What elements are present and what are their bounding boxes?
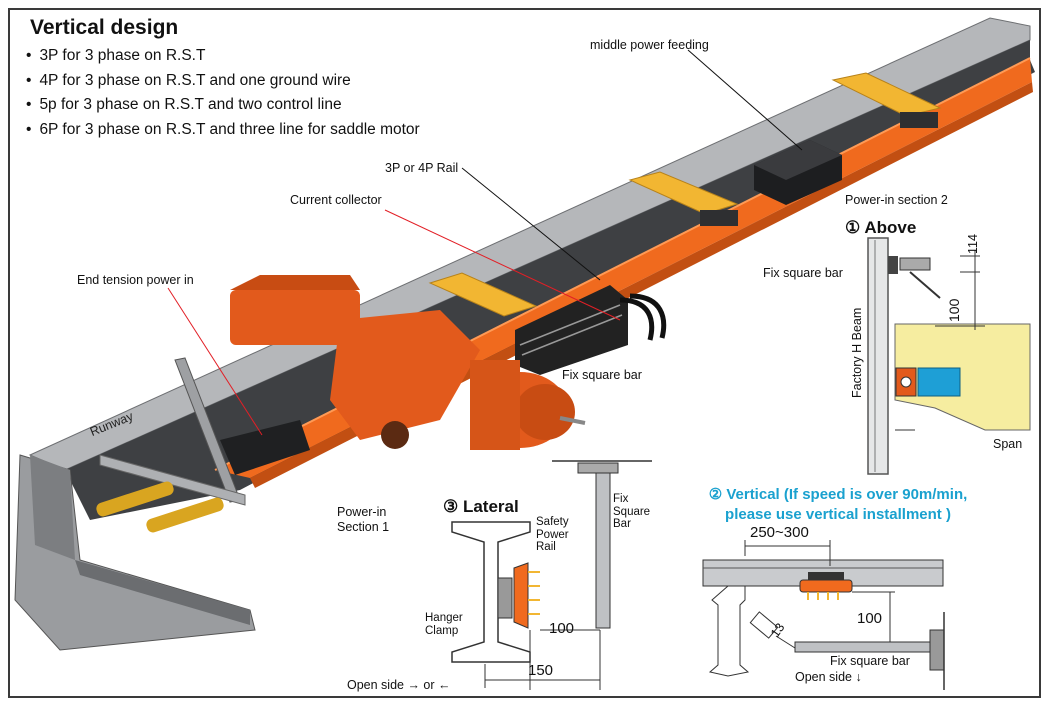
dim-above-114: 114 — [966, 234, 980, 254]
current-collector — [515, 285, 667, 375]
end-tension-unit — [96, 357, 310, 533]
label-hanger-clamp: Hanger Clamp — [425, 612, 463, 637]
text-power: Power — [536, 528, 569, 541]
crane-end-carriage — [230, 275, 586, 450]
dim-lateral-100: 100 — [549, 620, 575, 637]
figure-frame — [8, 8, 1041, 698]
above-detail — [867, 237, 1031, 475]
dim-lateral-150: 150 — [528, 662, 554, 679]
hanger-brackets — [428, 72, 942, 317]
text-clamp: Clamp — [425, 624, 459, 637]
bullet-item: 4P for 3 phase on R.S.T and one ground w… — [26, 69, 420, 94]
bullet-item: 3P for 3 phase on R.S.T — [26, 44, 420, 69]
label-vertical-open-side: Open side ↓ — [795, 670, 862, 684]
label-factory-h-beam: Factory H Beam — [850, 307, 864, 398]
vertical-heading-line: please use vertical installment ) — [725, 506, 951, 523]
text-hanger: Hanger — [425, 612, 463, 624]
text-bar: Bar — [613, 518, 631, 530]
label-safety-power-rail: Safety Power Rail — [536, 516, 569, 554]
vertical-heading-line: ② Vertical (If speed is over 90m/min, — [708, 486, 968, 503]
label-rail-type: 3P or 4P Rail — [385, 161, 459, 175]
hanger-bracket — [628, 171, 739, 226]
label-above-fix-square-bar: Fix square bar — [763, 266, 843, 280]
lateral-heading: ③ Lateral — [443, 497, 519, 516]
label-middle-power-feeding: middle power feeding — [590, 38, 709, 52]
label-lateral-open-side: Open side → or ← — [347, 678, 451, 692]
label-current-collector: Current collector — [290, 193, 382, 207]
vertical-detail — [702, 540, 945, 690]
label-fix-square-bar: Fix square bar — [562, 368, 642, 382]
label-power-in-section-1: Power-in Section 1 — [337, 505, 389, 535]
callout-lines — [167, 49, 803, 436]
text-safety: Safety — [536, 516, 569, 528]
label-lateral-fix-square-bar: Fix Square Bar — [613, 493, 650, 531]
hanger-bracket — [831, 72, 942, 128]
bullet-item: 6P for 3 phase on R.S.T and three line f… — [26, 118, 419, 143]
lateral-detail — [451, 460, 652, 690]
label-section-line: Section 1 — [337, 520, 390, 534]
middle-power-feed-box — [754, 140, 842, 205]
hanger-bracket — [428, 272, 538, 317]
page-title: Vertical design — [30, 16, 179, 39]
bullet-list: 3P for 3 phase on R.S.T 4P for 3 phase o… — [26, 44, 420, 143]
dim-above-100: 100 — [946, 298, 962, 322]
text-fix: Fix — [613, 493, 629, 505]
label-power-in-line: Power-in — [337, 505, 387, 519]
label-span: Span — [993, 437, 1023, 451]
dim-vertical-100: 100 — [857, 610, 883, 627]
label-end-tension: End tension power in — [77, 273, 194, 287]
text-square: Square — [613, 505, 651, 518]
vertical-heading: ② Vertical (If speed is over 90m/min, pl… — [688, 485, 988, 525]
label-power-in-section-2: Power-in section 2 — [845, 193, 948, 207]
bullet-item: 5p for 3 phase on R.S.T and two control … — [26, 93, 420, 118]
label-vertical-fix-square-bar: Fix square bar — [830, 654, 910, 668]
dim-vertical-range: 250~300 — [750, 524, 809, 541]
text-rail: Rail — [536, 541, 556, 553]
above-heading: ① Above — [845, 218, 917, 237]
